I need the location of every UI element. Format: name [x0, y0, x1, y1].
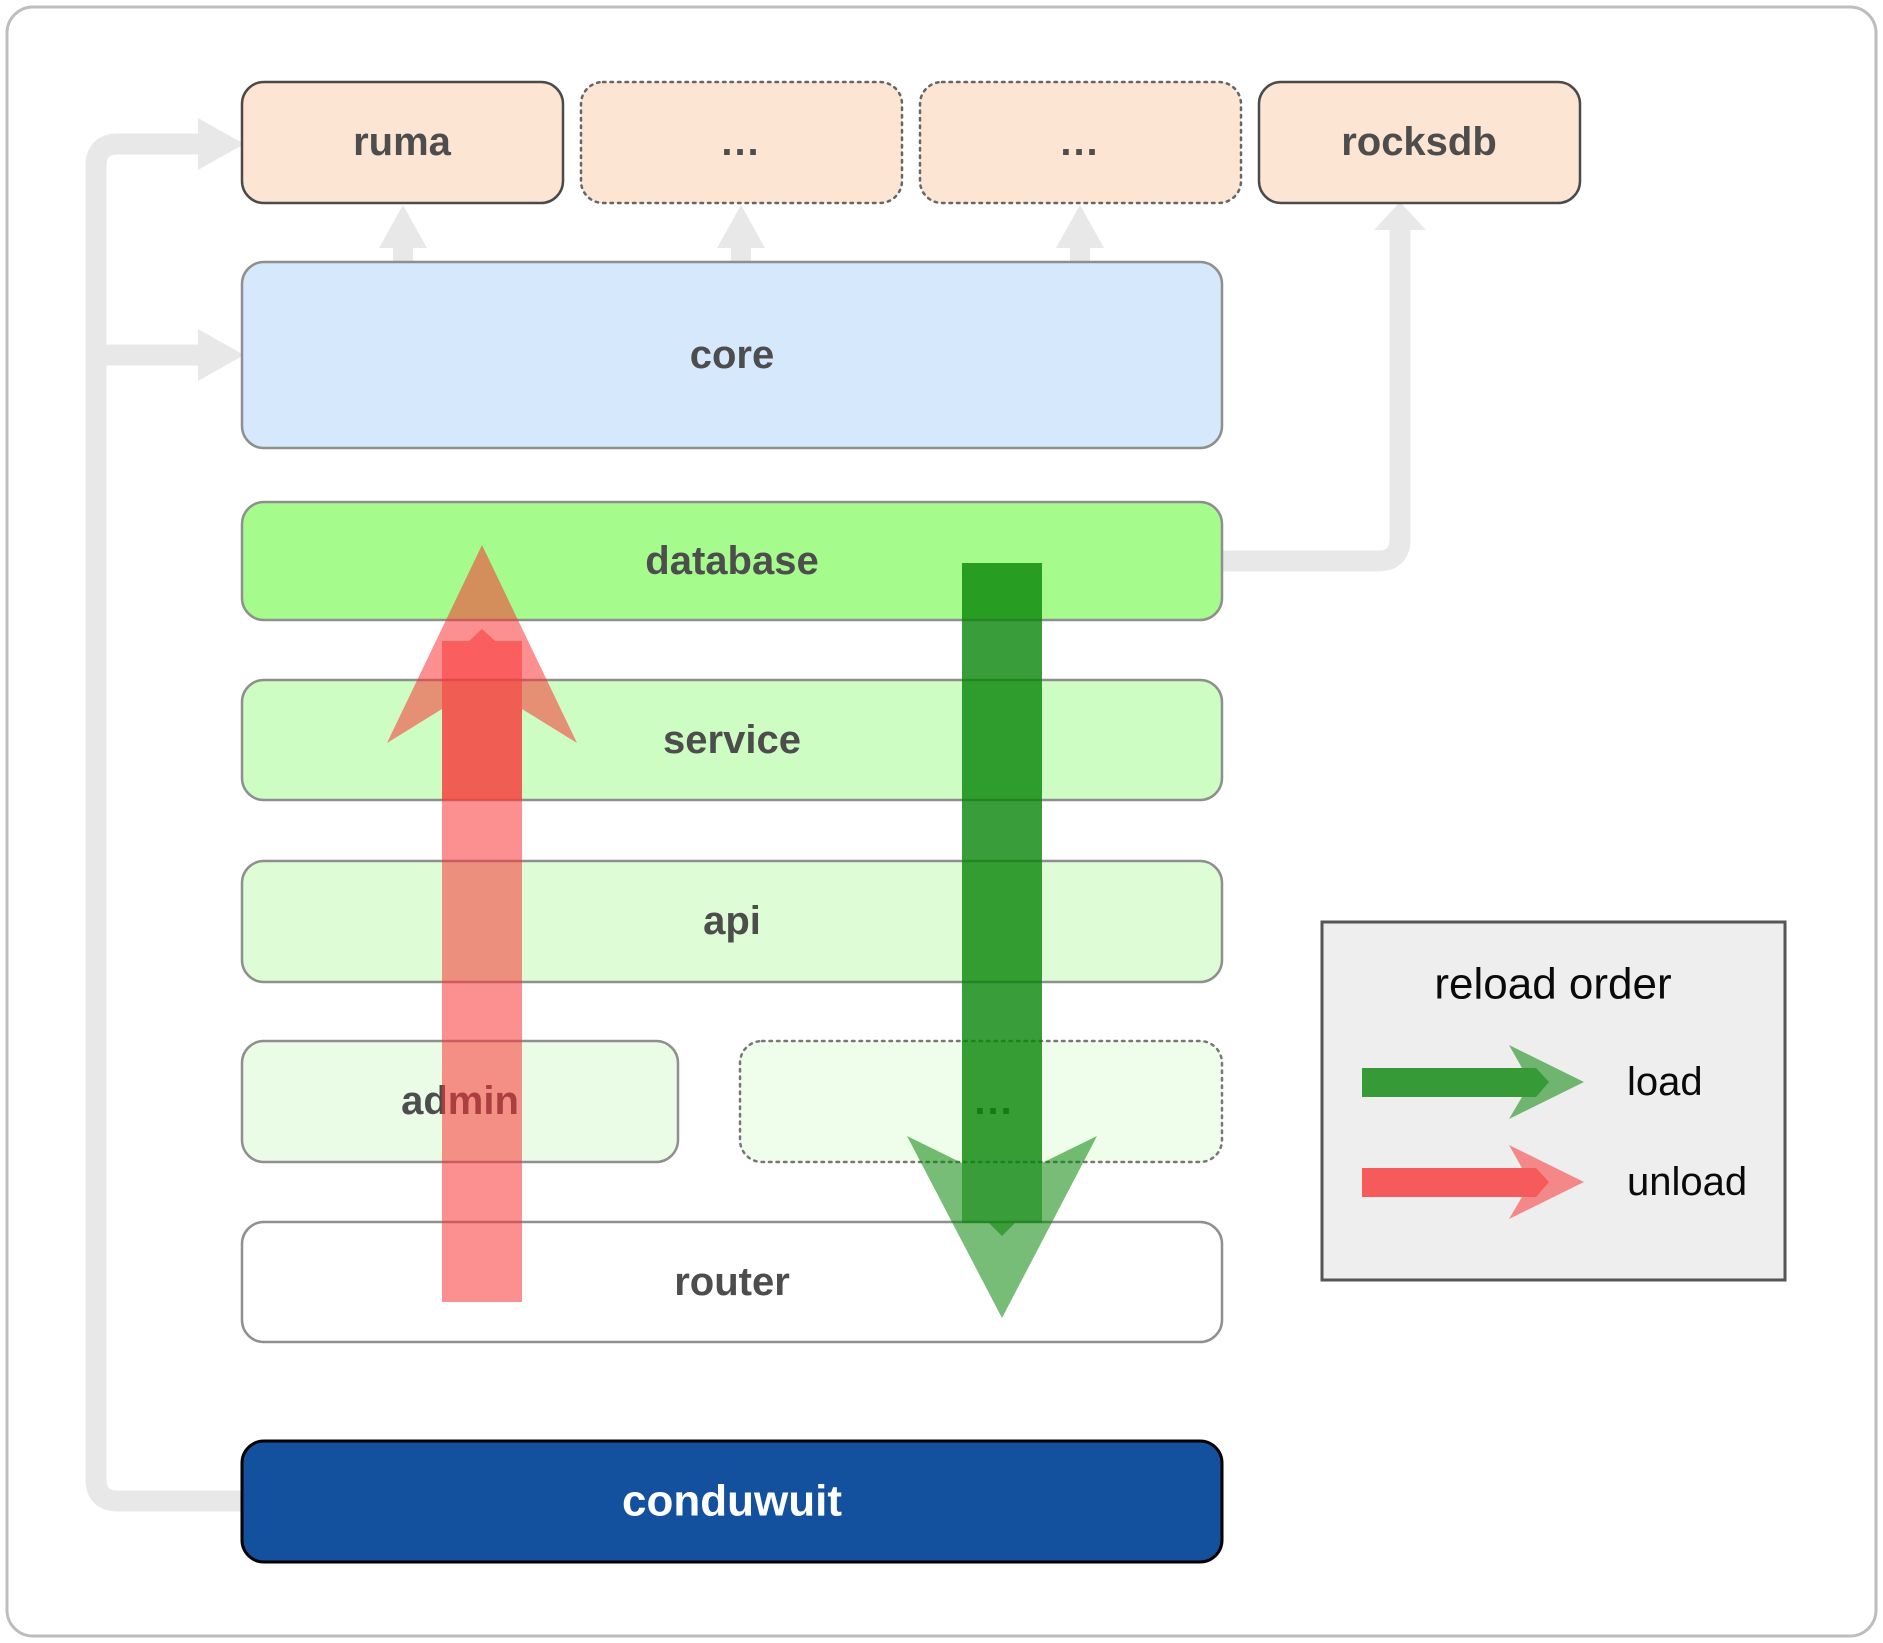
node-rocksdb-label: rocksdb	[1341, 120, 1497, 164]
arrow-core-to-ext1-icon	[717, 205, 765, 264]
node-core: core	[240, 260, 1224, 450]
node-ext2-label: ...	[1060, 120, 1099, 164]
node-service-label: service	[663, 718, 801, 762]
connector-conduwuit-trunk	[85, 118, 244, 1512]
node-ext1: ...	[579, 80, 904, 205]
node-core-label: core	[690, 333, 775, 377]
connectors-core-to-deps	[379, 205, 1104, 264]
arrow-core-to-ext2-icon	[1056, 205, 1104, 264]
load-arrow-icon	[907, 563, 1097, 1318]
unload-arrow-icon	[387, 545, 577, 1302]
node-database: database	[240, 500, 1224, 622]
node-ruma-label: ruma	[353, 120, 452, 164]
arrow-core-to-ruma-icon	[379, 205, 427, 264]
legend-title: reload order	[1434, 960, 1671, 1009]
connector-database-rocksdb	[1222, 202, 1426, 572]
figure-border	[5, 5, 1878, 1638]
node-ext2: ...	[918, 80, 1243, 205]
arrowhead-to-core-icon	[198, 329, 244, 381]
node-ruma: ruma	[240, 80, 565, 205]
node-ext1-label: ...	[721, 120, 760, 164]
legend-load-label: load	[1627, 1060, 1703, 1104]
legend-box	[1320, 920, 1787, 1282]
node-api: api	[240, 859, 1224, 984]
arrowhead-to-ruma-icon	[198, 118, 244, 170]
legend-unload-arrow-icon	[1362, 1145, 1584, 1219]
node-router: router	[240, 1220, 1224, 1344]
arrowhead-to-rocksdb-icon	[1374, 202, 1426, 230]
node-rocksdb: rocksdb	[1257, 80, 1582, 205]
node-database-label: database	[645, 539, 818, 583]
legend: reload order load unload	[1320, 920, 1787, 1282]
legend-load-arrow-icon	[1362, 1045, 1584, 1119]
node-conduwuit-label: conduwuit	[622, 1477, 842, 1526]
node-api-label: api	[703, 899, 761, 943]
node-router-label: router	[674, 1260, 790, 1304]
node-conduwuit: conduwuit	[240, 1439, 1224, 1564]
legend-unload-label: unload	[1627, 1160, 1747, 1204]
